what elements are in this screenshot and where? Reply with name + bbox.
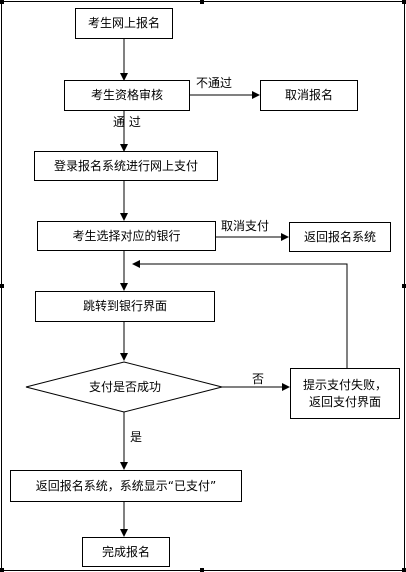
corner-mark: [0, 568, 4, 572]
node-cancel-registration-label: 取消报名: [284, 88, 333, 102]
corner-mark: [200, 0, 204, 4]
node-return-paid-label: 返回报名系统，系统显示“已支付”: [35, 478, 217, 493]
corner-mark: [0, 284, 4, 288]
node-cancel-registration: 取消报名: [260, 80, 358, 111]
node-online-registration-label: 考生网上报名: [87, 16, 160, 30]
node-choose-bank: 考生选择对应的银行: [37, 221, 216, 251]
node-qualification-review-label: 考生资格审核: [90, 88, 163, 102]
arrow-failed-loop-back: [132, 260, 348, 368]
node-payment-failed-line1: 提示支付失败，: [302, 377, 387, 392]
node-return-system: 返回报名系统: [289, 222, 391, 252]
corner-mark: [402, 0, 406, 4]
node-qualification-review: 考生资格审核: [64, 80, 190, 111]
corner-mark: [200, 568, 204, 572]
node-complete: 完成报名: [82, 537, 170, 567]
node-return-paid: 返回报名系统，系统显示“已支付”: [10, 470, 242, 502]
node-payment-failed: 提示支付失败， 返回支付界面: [290, 368, 400, 419]
edge-label-passed: 通 过: [113, 115, 141, 129]
node-jump-bank-label: 跳转到银行界面: [82, 299, 167, 313]
node-choose-bank-label: 考生选择对应的银行: [72, 228, 181, 243]
node-jump-bank: 跳转到银行界面: [35, 291, 215, 322]
node-payment-success-label: 支付是否成功: [88, 379, 161, 394]
edge-label-cancel-pay: 取消支付: [221, 219, 270, 233]
edge-label-no: 否: [252, 372, 265, 386]
node-complete-label: 完成报名: [101, 544, 150, 559]
node-login-pay: 登录报名系统进行网上支付: [34, 151, 218, 181]
corner-mark: [402, 284, 406, 288]
node-payment-failed-line2: 返回支付界面: [308, 394, 381, 409]
decision-diamond: [25, 361, 223, 413]
node-online-registration: 考生网上报名: [75, 8, 173, 39]
node-login-pay-label: 登录报名系统进行网上支付: [53, 158, 198, 173]
node-return-system-label: 返回报名系统: [303, 229, 376, 244]
edge-label-yes: 是: [130, 430, 143, 444]
corner-mark: [0, 0, 4, 4]
edge-label-not-passed: 不通过: [196, 76, 233, 90]
corner-mark: [402, 568, 406, 572]
